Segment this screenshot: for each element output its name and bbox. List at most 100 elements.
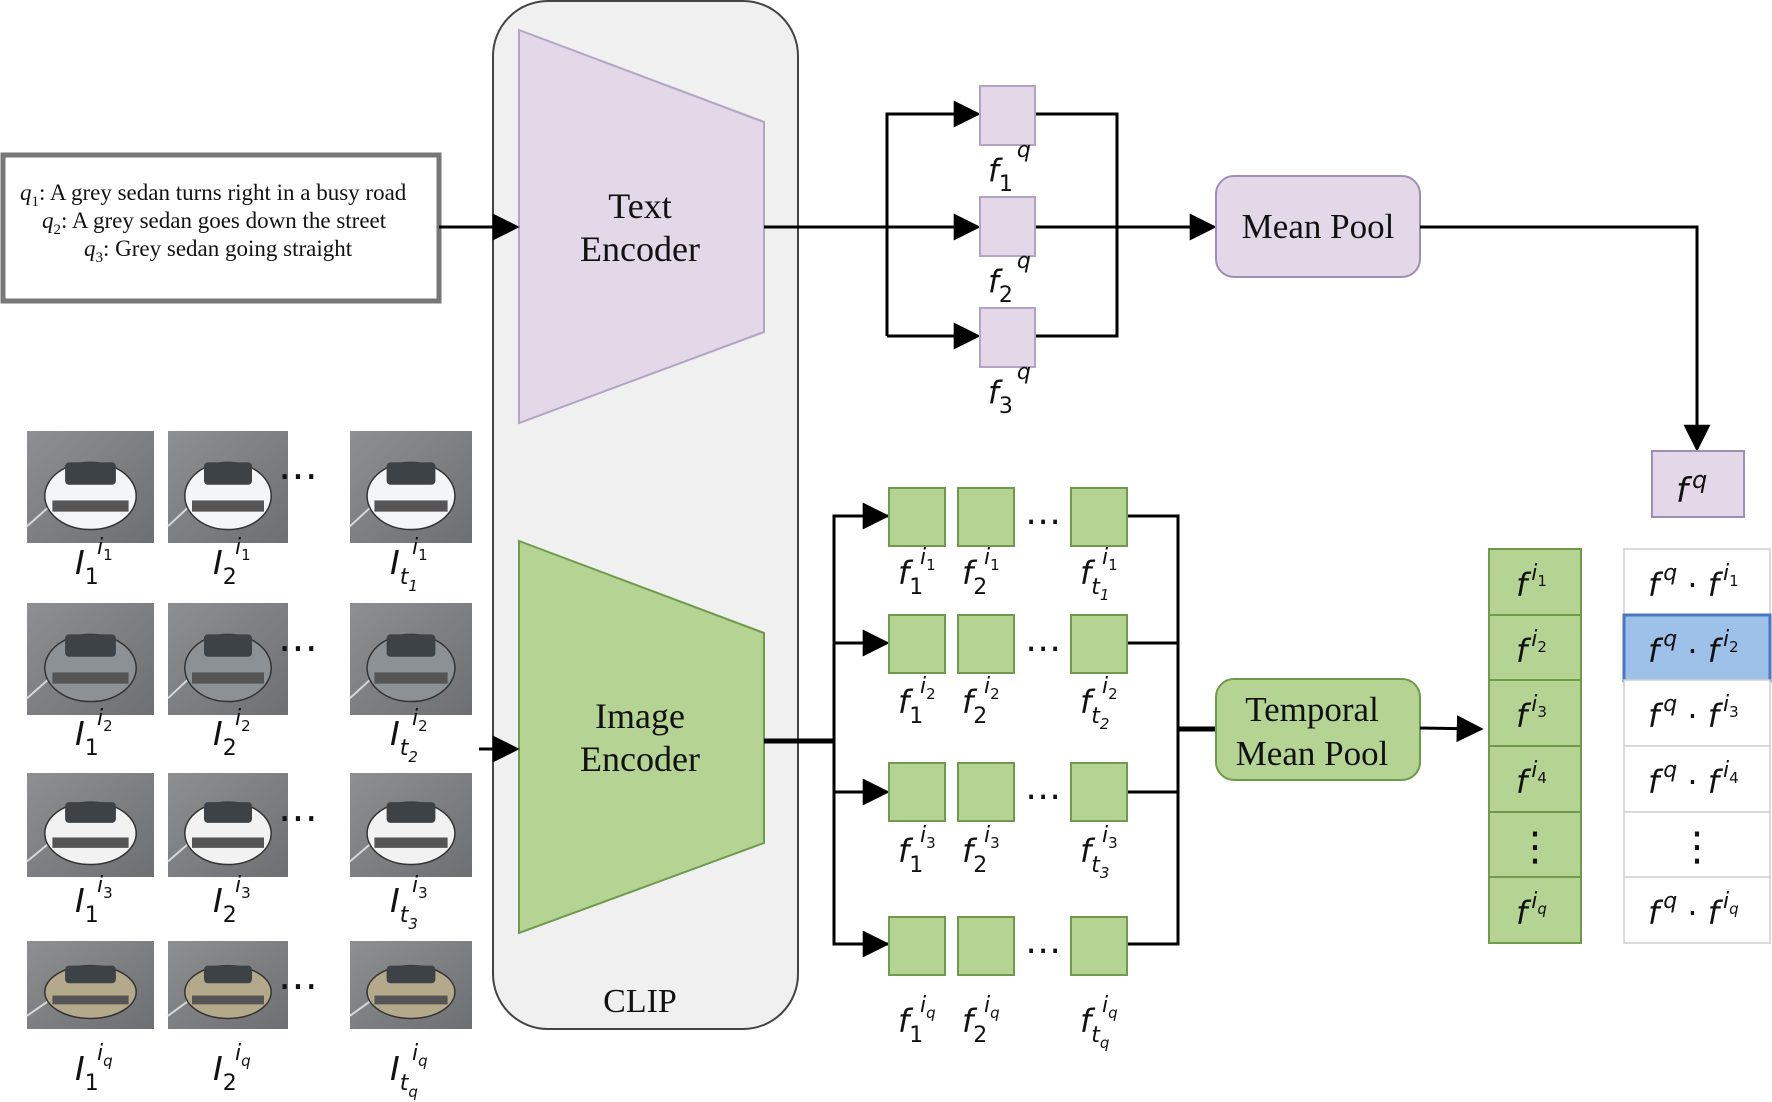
similarity-cell-highlighted	[1622, 613, 1772, 683]
temporal-mean-pool-label-1: Temporal	[1245, 690, 1379, 729]
frame-label: I1	[75, 881, 99, 928]
svg-text:i3: i3	[235, 873, 251, 902]
image-feature-box	[957, 762, 1015, 822]
image-encoder-shape	[518, 539, 765, 935]
temporal-pool-to-tracks-arrow	[1419, 715, 1484, 743]
image-feature-ellipsis: ⋯	[1025, 776, 1061, 817]
frame-thumbnail	[167, 941, 288, 1029]
svg-text:i2: i2	[97, 706, 113, 735]
frame-label: It3	[390, 881, 418, 933]
frame-label: I1	[75, 1049, 99, 1096]
svg-text:i1: i1	[97, 535, 113, 564]
image-feature-box	[1070, 614, 1128, 674]
svg-text:i1: i1	[235, 535, 251, 564]
image-feature-box	[1070, 916, 1128, 976]
image-feature-ellipsis: ⋯	[1025, 628, 1061, 669]
image-feature-box	[957, 614, 1015, 674]
frame-ellipsis: ⋯	[278, 795, 318, 841]
svg-text:i1: i1	[920, 545, 936, 574]
svg-text:i2: i2	[235, 706, 251, 735]
frame-thumbnail	[26, 941, 154, 1029]
image-feature-box	[1070, 487, 1128, 547]
text-encoder-shape	[518, 28, 765, 425]
frame-label: Itq	[390, 1049, 418, 1101]
track-feature-cell	[1488, 614, 1582, 682]
mean-pool-to-fq-arrow	[1420, 225, 1711, 452]
frame-label: I2	[213, 1049, 237, 1096]
frame-thumbnail	[349, 431, 472, 543]
svg-text:i2: i2	[920, 674, 936, 703]
image-feature-box	[888, 916, 946, 976]
mean-pool-label: Mean Pool	[1242, 207, 1395, 246]
frame-ellipsis: ⋯	[278, 963, 318, 1009]
frame-label: I1	[75, 543, 99, 590]
image-feature-ellipsis: ⋯	[1025, 501, 1061, 542]
svg-text:i3: i3	[920, 823, 936, 852]
track-feature-cell	[1488, 679, 1582, 747]
similarity-cell	[1623, 876, 1771, 944]
svg-text:i3: i3	[412, 873, 428, 902]
frame-thumbnail	[349, 773, 472, 877]
text-feature-box-2	[979, 196, 1036, 257]
fq-box	[1651, 450, 1745, 518]
text-feature-box-1	[979, 85, 1036, 146]
track-feature-cell	[1488, 811, 1582, 879]
text-feature-label-1: f1q	[988, 138, 1031, 197]
frame-thumbnail	[26, 431, 154, 543]
text-feature-label-3: f3q	[988, 360, 1031, 419]
svg-text:i2: i2	[1102, 674, 1118, 703]
svg-text:i1: i1	[1102, 545, 1118, 574]
svg-text:iq: iq	[97, 1041, 113, 1070]
frame-thumbnail	[26, 773, 154, 877]
frame-label: It1	[390, 543, 418, 595]
similarity-cell	[1623, 745, 1771, 813]
frame-thumbnail	[167, 603, 288, 715]
temporal-mean-pool-label-2: Mean Pool	[1236, 734, 1389, 773]
text-feature-box-3	[979, 307, 1036, 368]
svg-text:i3: i3	[1102, 823, 1118, 852]
svg-text:iq: iq	[235, 1041, 251, 1070]
image-feature-connectors	[764, 502, 1216, 958]
track-feature-cell	[1488, 876, 1582, 944]
image-feature-box	[957, 916, 1015, 976]
query-line-2: q2: A grey sedan goes down the street	[42, 208, 387, 238]
image-feature-ellipsis: ⋯	[1025, 930, 1061, 971]
frame-label: I2	[213, 543, 237, 590]
query-line-3: q3: Grey sedan going straight	[84, 236, 353, 266]
text-feature-group: f1q f2q f3q	[979, 85, 1036, 419]
query-list: q1: A grey sedan turns right in a busy r…	[20, 180, 407, 266]
frame-label: I2	[213, 881, 237, 928]
image-feature-box	[1070, 762, 1128, 822]
frame-ellipsis: ⋯	[278, 453, 318, 499]
svg-text:i1: i1	[412, 535, 428, 564]
text-encoder-label-2: Encoder	[580, 229, 700, 269]
frame-label: It2	[390, 714, 418, 766]
image-feature-box	[888, 762, 946, 822]
image-encoder-label-2: Encoder	[580, 739, 700, 779]
image-feature-box	[888, 614, 946, 674]
track-feature-ellipsis: ⋮	[1515, 824, 1555, 870]
image-encoder-label-1: Image	[595, 696, 685, 736]
text-feature-connectors	[764, 100, 1217, 350]
similarity-cell	[1623, 811, 1771, 879]
svg-text:i3: i3	[984, 823, 1000, 852]
text-encoder-label-1: Text	[608, 186, 671, 226]
image-feature-box	[957, 487, 1015, 547]
text-feature-label-2: f2q	[988, 249, 1031, 308]
frame-ellipsis: ⋯	[278, 625, 318, 671]
clip-label: CLIP	[603, 983, 677, 1020]
frame-label: I2	[213, 714, 237, 761]
frame-thumbnail	[167, 773, 288, 877]
track-feature-cell	[1488, 548, 1582, 616]
svg-text:iq: iq	[920, 993, 936, 1022]
svg-text:iq: iq	[412, 1041, 428, 1070]
frame-thumbnail	[349, 603, 472, 715]
query-line-1: q1: A grey sedan turns right in a busy r…	[20, 180, 407, 210]
svg-text:i2: i2	[984, 674, 1000, 703]
image-feature-box	[888, 487, 946, 547]
